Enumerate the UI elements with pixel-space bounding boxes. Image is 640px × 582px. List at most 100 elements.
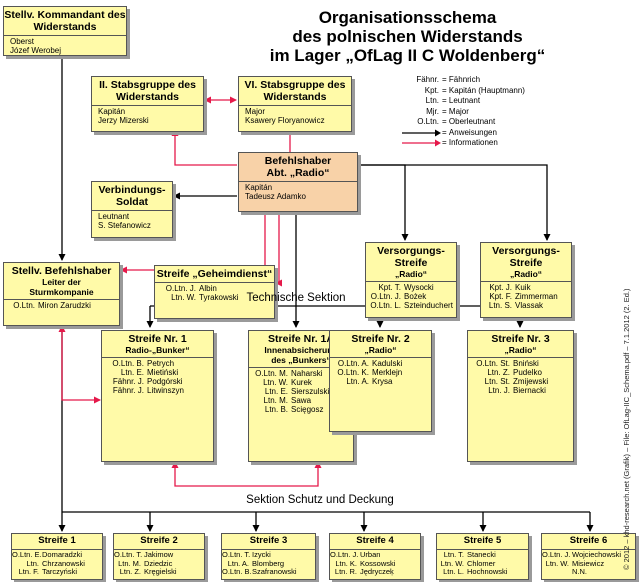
box-member-row: Ltn. W.Chlomer <box>437 558 528 569</box>
rank: Kpt. T. <box>378 283 401 292</box>
box-title: Streife 1 <box>38 535 76 546</box>
copyright-note: © 2012 – khd-research.net (Grafik) – Fil… <box>622 288 631 571</box>
member-name: Naharski <box>291 369 323 378</box>
rank: Ltn. W. <box>440 558 464 568</box>
rank: O.Ltn. B. <box>222 567 252 576</box>
box-member-row: O.Ltn. St.Bniński <box>468 359 573 368</box>
box-befehlshaber-radio: Befehlshaber Abt. „Radio“ Kapitán Tadeus… <box>238 152 358 212</box>
box-member: Tadeusz Adamko <box>245 192 306 201</box>
rank: O.Ltn. T. <box>114 550 143 559</box>
red-arrow-icon <box>402 139 441 147</box>
box-stabsgruppe-2: II. Stabsgruppe des Widerstands Kapitán … <box>91 76 204 132</box>
box-title: VI. Stabsgruppe des Widerstands <box>244 79 346 103</box>
rank <box>542 568 572 577</box>
box-member-row: Ltn. W.Misiewicz <box>542 559 635 569</box>
rank: O.Ltn. T. <box>222 550 251 559</box>
box-member: Leutnant <box>98 212 130 221</box>
member-name: Wysocki <box>404 283 434 292</box>
member-name: Pudelko <box>513 368 542 377</box>
legend-abbr: Mjr. <box>426 106 439 116</box>
box-subtitle: Leiter der Sturmkompanie <box>29 277 94 297</box>
box-member-row: Fähnr. J.Litwinszyn <box>102 386 213 395</box>
rank: Ltn. B. <box>264 405 288 414</box>
box-title: Streife Nr. 2 <box>351 333 410 345</box>
rank: Ltn. F. <box>18 567 39 576</box>
diagram-title: Organisationsschema des polnischen Wider… <box>235 8 580 65</box>
box-title: Streife Nr. 1 <box>128 333 187 345</box>
box-subtitle: Abt. „Radio“ <box>266 167 330 179</box>
rank: O.Ltn. K. <box>337 368 369 377</box>
box-member-row: O.Ltn. B.Szafranowski <box>222 567 315 577</box>
box-member: Oberst <box>10 37 35 46</box>
box-title: Streife „Geheimdienst“ <box>156 268 273 280</box>
box-member-row: Ltn. St.Zmijewski <box>468 377 573 386</box>
rank: Ltn. St. <box>484 377 510 386</box>
legend-abbr: Ltn. <box>425 96 439 105</box>
box-member: Józef Werobej <box>10 46 61 55</box>
box-member-row: Ltn. M.Dziedzic <box>114 558 204 569</box>
box-member-row: O.Ltn. T.Jakimow <box>114 550 204 560</box>
legend-row: Mjr.= Major <box>400 107 540 118</box>
box-member-row: O.Ltn. K.Merklejn <box>330 368 431 377</box>
member-name: Zimmerman <box>515 292 558 301</box>
legend-meaning: Anweisungen <box>448 127 497 137</box>
member-name: Izycki <box>252 550 271 559</box>
box-member-row: O.Ltn. J.Wojciechowski <box>542 550 635 560</box>
box-member-row: Kpt. F.Zimmerman <box>481 292 571 301</box>
member-name: Szteinduchert <box>404 301 453 310</box>
box-title: Versorgungs- Streife <box>377 245 445 269</box>
rank: O.Ltn. <box>13 301 35 310</box>
rank: O.Ltn. J. <box>165 284 196 293</box>
rank: O.Ltn. L. <box>370 301 401 310</box>
member-name: Miron Zarudzki <box>38 301 91 310</box>
box-member-row: Fähnr. J.Podgórski <box>102 377 213 386</box>
legend-meaning: Leutnant <box>448 96 481 105</box>
member-name: Domaradzki <box>42 550 83 559</box>
title-line-1: Organisationsschema <box>318 8 497 27</box>
box-member-row: Ltn. E.Mietiński <box>102 368 213 377</box>
box-versorgungs-streife-1: Versorgungs- Streife „Radio“ Kpt. T.Wyso… <box>365 242 457 318</box>
legend-abbr: Kpt. <box>424 85 439 95</box>
box-subtitle: „Radio“ <box>394 269 428 279</box>
member-name: Tarczyński <box>42 567 78 576</box>
member-name: Kręgielski <box>144 567 177 576</box>
member-name: Merklejn <box>372 368 403 377</box>
member-name: Bożek <box>404 292 427 301</box>
box-member-row: Ltn. F.Tarczyński <box>12 567 102 577</box>
box-member-row: O.Ltn. B.Petrych <box>102 359 213 368</box>
rank: O.Ltn. M. <box>255 369 288 378</box>
box-member-row: N.N. <box>542 567 635 577</box>
box-streife-geheimdienst: Streife „Geheimdienst“ O.Ltn. J.Albin Lt… <box>154 265 275 319</box>
box-streife-5: Streife 5 Ltn. T.Stanecki Ltn. W.Chlomer… <box>436 533 529 580</box>
box-member-row: Ltn. Z.Kręgielski <box>114 567 204 577</box>
box-title: Streife Nr. 1A <box>268 333 334 345</box>
box-title: Streife 6 <box>569 535 608 546</box>
box-subtitle: „Radio“ <box>364 345 397 355</box>
box-member-row: O.Ltn. J.Bożek <box>366 292 456 301</box>
title-line-3: im Lager „OfLag II C Woldenberg“ <box>269 46 546 65</box>
title-line-2: des polnischen Widerstands <box>292 27 523 46</box>
legend-meaning: Fähnrich <box>448 75 481 84</box>
member-name: Sierszulski <box>291 387 330 396</box>
rank: Ltn. M. <box>118 558 141 568</box>
box-streife-3: Streife 3 O.Ltn. T.Izycki Ltn. A.Blomber… <box>221 533 316 580</box>
member-name: Blomberg <box>252 558 285 568</box>
member-name: Mietiński <box>147 368 179 377</box>
legend: Fähnr.= Fähnrich Kpt.= Kapitán (Hauptman… <box>400 75 540 149</box>
rank: Ltn. E. <box>264 387 288 396</box>
box-member-row: Ltn. J.Biernacki <box>468 386 573 395</box>
member-name: Kurek <box>291 378 312 387</box>
rank: Ltn. L. <box>443 567 464 576</box>
box-streife-2: Streife 2 O.Ltn. T.Jakimow Ltn. M.Dziedz… <box>113 533 205 580</box>
box-member-row: Ltn. A.Blomberg <box>222 558 315 569</box>
member-name: Chlomer <box>467 558 496 568</box>
legend-row: Ltn.= Leutnant <box>400 96 540 107</box>
rank: Ltn. M. <box>263 396 288 405</box>
member-name: Szafranowski <box>252 567 297 576</box>
box-streife-nr-2: Streife Nr. 2 „Radio“ O.Ltn. A.Kadulski … <box>329 330 432 432</box>
legend-meaning: Major <box>448 106 469 116</box>
box-title: Streife 3 <box>249 535 288 546</box>
member-name: Bniński <box>513 359 539 368</box>
legend-meaning: Informationen <box>448 138 498 147</box>
rank: O.Ltn. St. <box>476 359 510 368</box>
